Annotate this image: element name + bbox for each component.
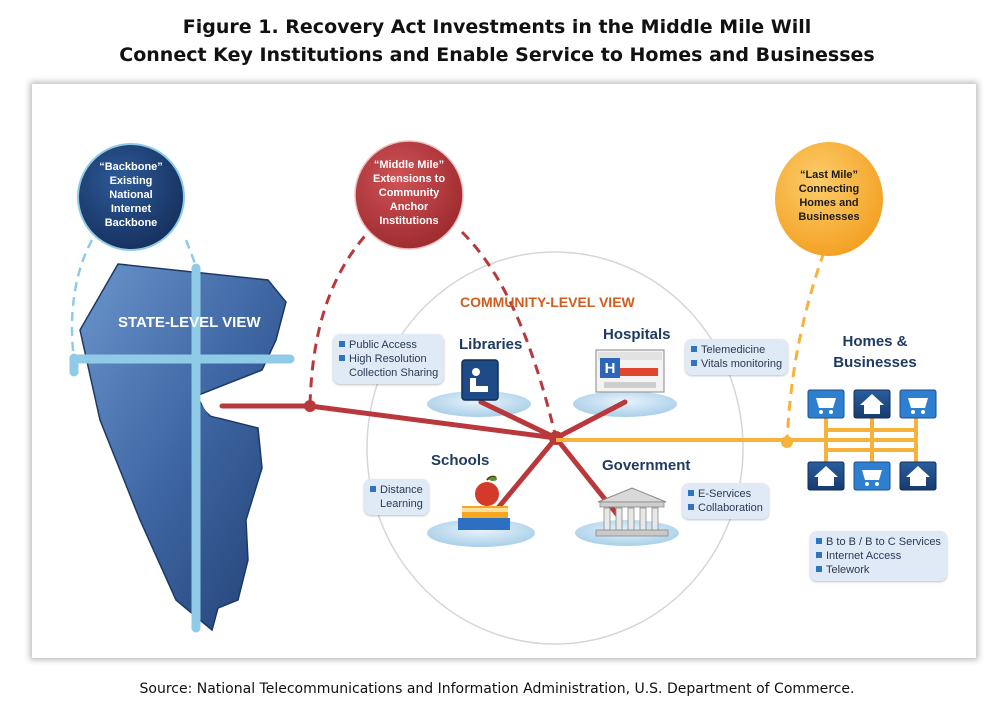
last-mile-bubble-text: “Last Mile” Connecting Homes and Busines… bbox=[784, 168, 874, 224]
backbone-dashed-links bbox=[70, 239, 198, 359]
shop-cart-icon bbox=[853, 461, 891, 491]
infobox-item: Collection Sharing bbox=[339, 366, 438, 380]
schools-label: Schools bbox=[431, 452, 490, 469]
state-connection-notch bbox=[200, 397, 231, 418]
bullet-square-icon bbox=[816, 552, 822, 558]
schools-infobox: Distance Learning bbox=[364, 479, 429, 515]
bubble-line: Extensions to bbox=[372, 173, 446, 185]
bubble-line: Existing bbox=[109, 175, 153, 187]
state-level-view-label: STATE-LEVEL VIEW bbox=[118, 314, 261, 331]
middle-mile-junction bbox=[304, 400, 316, 412]
government-label: Government bbox=[602, 457, 691, 474]
infobox-item-text: Vitals monitoring bbox=[701, 358, 783, 370]
infobox-item-text: Collection Sharing bbox=[349, 367, 439, 379]
infobox-item-text: Telemedicine bbox=[701, 344, 766, 356]
bullet-square-icon bbox=[688, 490, 694, 496]
shop-cart-icon bbox=[899, 389, 937, 419]
community-circle bbox=[366, 251, 744, 645]
bullet-square-icon bbox=[691, 346, 697, 352]
infobox-item-text: E-Services bbox=[698, 488, 752, 500]
infobox-item-text: Telework bbox=[826, 564, 870, 576]
hospital-icon: H bbox=[595, 349, 665, 393]
bubble-line: Backbone bbox=[104, 217, 158, 229]
bubble-line: Anchor bbox=[389, 201, 429, 213]
bullet-square-icon bbox=[816, 566, 822, 572]
infobox-item-text: Distance bbox=[380, 484, 423, 496]
infobox-item: Telework bbox=[816, 563, 941, 577]
infobox-item-text: B to B / B to C Services bbox=[826, 536, 941, 548]
infobox-item: E-Services bbox=[688, 487, 763, 501]
schools-icon bbox=[458, 475, 510, 530]
last-mile-bubble bbox=[775, 142, 883, 256]
libraries-label: Libraries bbox=[459, 336, 523, 353]
bubble-line: Community bbox=[378, 187, 440, 199]
homes-infobox: B to B / B to C Services Internet Access… bbox=[810, 531, 947, 581]
community-level-view-label: COMMUNITY-LEVEL VIEW bbox=[460, 294, 635, 310]
bullet-square-icon bbox=[816, 538, 822, 544]
homes-label-line-2: Businesses bbox=[833, 354, 917, 371]
infobox-item: Internet Access bbox=[816, 549, 941, 563]
hospitals-infobox: Telemedicine Vitals monitoring bbox=[685, 339, 789, 375]
library-icon bbox=[461, 359, 499, 401]
backbone-bubble bbox=[77, 143, 185, 251]
bubble-line: “Middle Mile” bbox=[373, 159, 445, 171]
bubble-line: Internet bbox=[110, 203, 152, 215]
bubble-line: “Last Mile” bbox=[799, 169, 859, 181]
backbone-bubble-text: “Backbone” Existing National Internet Ba… bbox=[86, 160, 176, 230]
hospitals-label: Hospitals bbox=[603, 326, 671, 343]
infobox-item-text: Learning bbox=[380, 498, 423, 510]
bullet-square-icon bbox=[688, 504, 694, 510]
middle-mile-bubble bbox=[354, 140, 464, 250]
last-mile-dashed-link bbox=[785, 251, 826, 443]
last-mile-junction bbox=[781, 436, 793, 448]
bubble-line: Businesses bbox=[798, 211, 860, 223]
title-line-1: Figure 1. Recovery Act Investments in th… bbox=[182, 16, 812, 38]
infobox-item: Vitals monitoring bbox=[691, 357, 782, 371]
infobox-item: B to B / B to C Services bbox=[816, 535, 941, 549]
infobox-item: Public Access bbox=[339, 338, 438, 352]
libraries-infobox: Public Access High Resolution Collection… bbox=[333, 334, 445, 384]
last-mile-lines bbox=[556, 416, 918, 464]
government-building-icon bbox=[595, 487, 669, 537]
infobox-item: Collaboration bbox=[688, 501, 763, 515]
backbone-lines bbox=[69, 263, 295, 633]
house-icon bbox=[853, 389, 891, 419]
shop-cart-icon bbox=[807, 389, 845, 419]
house-icon bbox=[899, 461, 937, 491]
source-caption: Source: National Telecommunications and … bbox=[139, 681, 855, 697]
bullet-square-icon bbox=[691, 360, 697, 366]
bubble-line: National bbox=[109, 189, 153, 201]
middle-mile-dashed-links bbox=[308, 222, 558, 439]
infobox-item: Distance bbox=[370, 483, 423, 497]
house-icon bbox=[807, 461, 845, 491]
bubble-line: “Backbone” bbox=[99, 161, 163, 173]
infobox-item: High Resolution bbox=[339, 352, 438, 366]
title-line-2: Connect Key Institutions and Enable Serv… bbox=[119, 44, 875, 66]
bubble-line: Homes and bbox=[799, 197, 859, 209]
homes-label-line-1: Homes & bbox=[842, 333, 908, 350]
bullet-square-icon bbox=[339, 355, 345, 361]
bubble-line: Institutions bbox=[379, 215, 439, 227]
infobox-item-text: High Resolution bbox=[349, 353, 427, 365]
government-infobox: E-Services Collaboration bbox=[682, 483, 769, 519]
infobox-item-text: Public Access bbox=[349, 339, 417, 351]
hospital-sign-letter: H bbox=[605, 360, 616, 377]
infobox-item-text: Collaboration bbox=[698, 502, 763, 514]
infobox-item: Telemedicine bbox=[691, 343, 782, 357]
bubble-line: Connecting bbox=[798, 183, 860, 195]
home-business-tiles bbox=[807, 389, 937, 491]
bullet-square-icon bbox=[370, 486, 376, 492]
middle-mile-bubble-text: “Middle Mile” Extensions to Community An… bbox=[364, 158, 454, 228]
infobox-item: Learning bbox=[370, 497, 423, 511]
bullet-square-icon bbox=[339, 341, 345, 347]
homes-businesses-label: Homes & Businesses bbox=[833, 331, 917, 373]
infobox-item-text: Internet Access bbox=[826, 550, 902, 562]
